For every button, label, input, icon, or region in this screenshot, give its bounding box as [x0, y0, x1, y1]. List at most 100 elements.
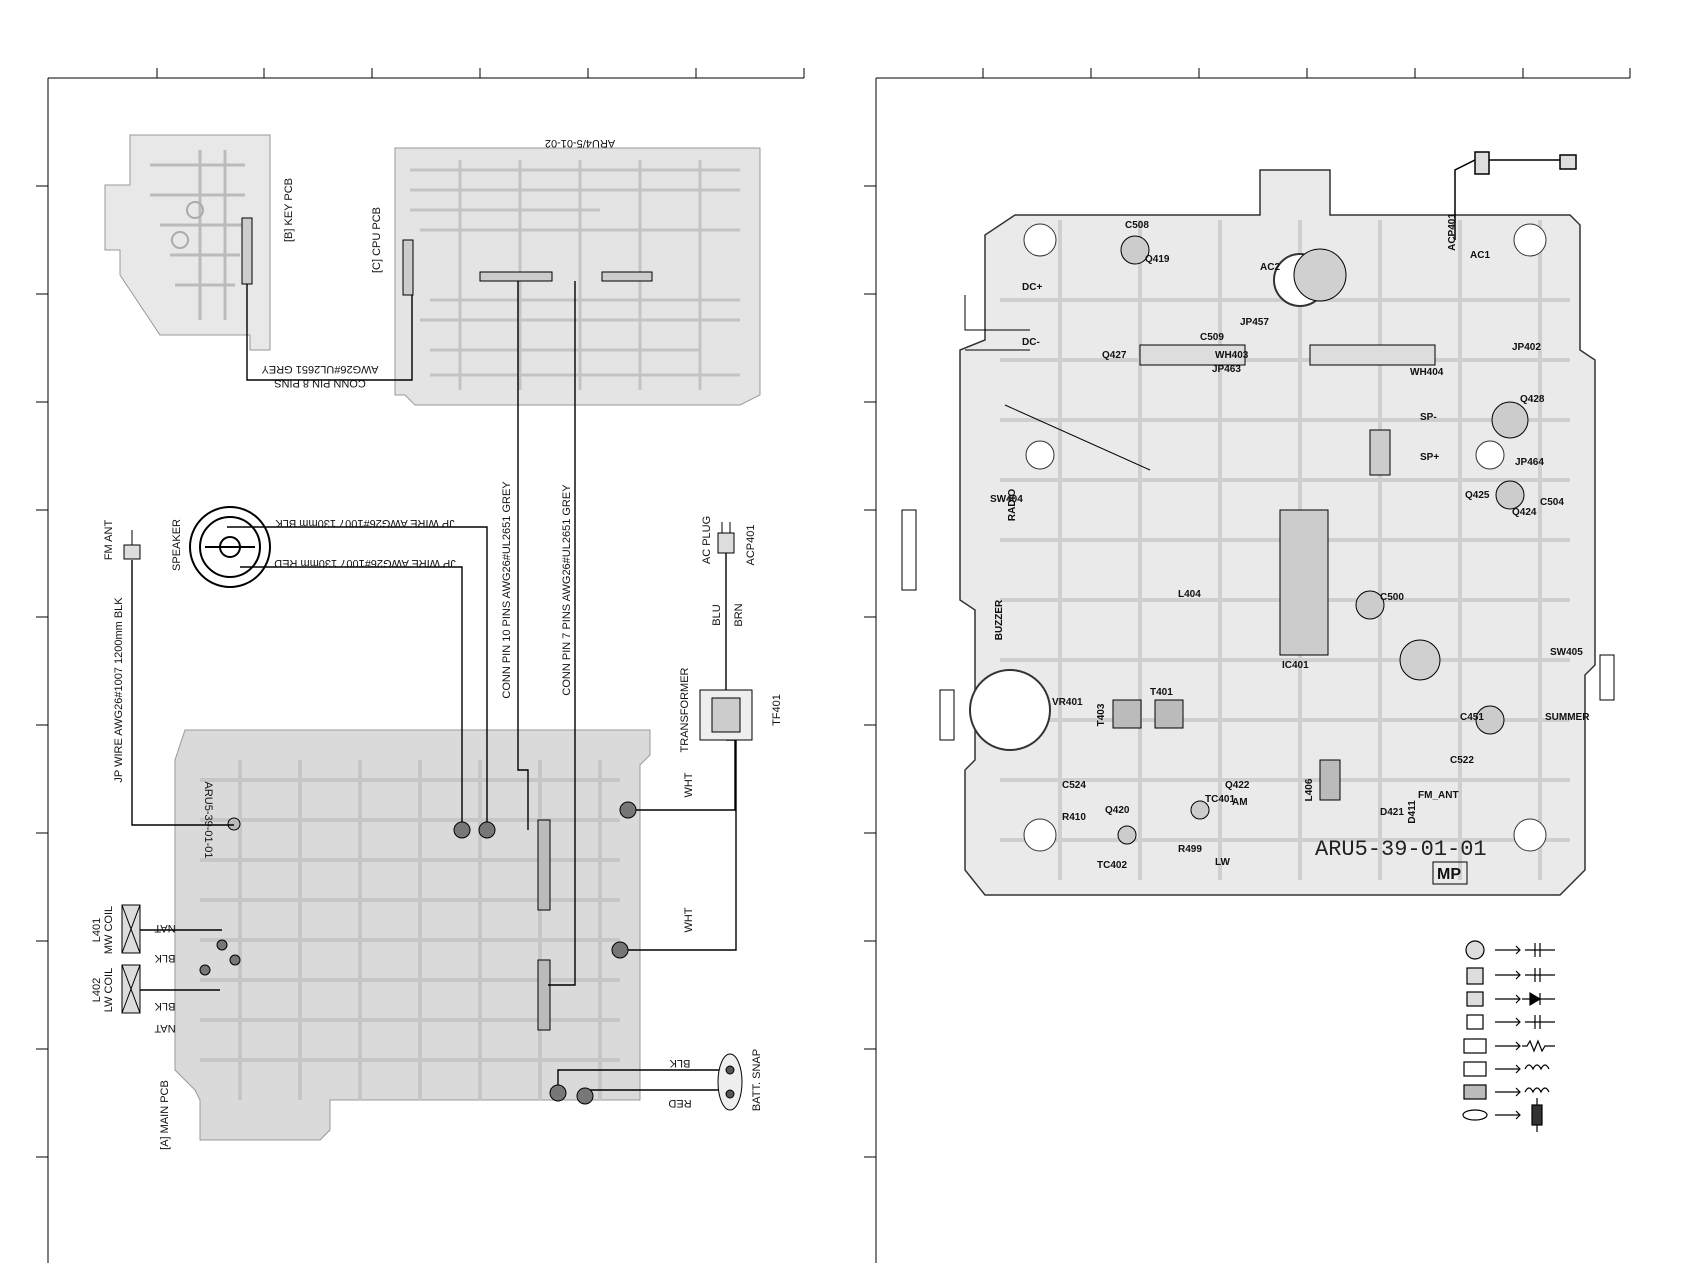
jp463-label: JP463 [1212, 364, 1241, 375]
cpu-pcb-label: [C] CPU PCB [371, 207, 383, 273]
q427-label: Q427 [1102, 350, 1127, 361]
fm-antenna-symbol [123, 530, 141, 560]
batt-snap-label: BATT. SNAP [751, 1049, 763, 1111]
mw-coil-symbol [121, 904, 141, 954]
q420-label: Q420 [1105, 805, 1130, 816]
wht-label-2: WHT [683, 907, 695, 932]
blk-label-3: BLK [669, 1057, 690, 1069]
speaker-label: SPEAKER [171, 519, 183, 571]
wiring [130, 281, 737, 1095]
jp402-label: JP402 [1512, 342, 1541, 353]
fm-wire-label: JP WIRE AWG26#1007 1200mm BLK [113, 597, 125, 783]
ic401-label: IC401 [1282, 660, 1309, 671]
lw-label: LW [1215, 857, 1231, 868]
l406-label: L406 [1304, 778, 1315, 801]
jp-blk-label: JP WIRE AWG26#1007 130mm BLK [275, 517, 455, 529]
blk-label-1: BLK [154, 952, 175, 964]
vr401-label: VR401 [1052, 697, 1083, 708]
q422-label: Q422 [1225, 780, 1250, 791]
dc-plus-label: DC+ [1022, 282, 1042, 293]
q419-label: Q419 [1145, 254, 1170, 265]
transformer-symbol [699, 689, 753, 741]
t401-label: T401 [1150, 687, 1173, 698]
ac2-label: AC2 [1260, 262, 1280, 273]
lw-coil-label: LW COIL [103, 968, 115, 1012]
jp-red-label: JP WIRE AWG26#1007 130mm RED [274, 557, 456, 569]
sw404-label: SW404 [990, 494, 1023, 505]
tc401-label: TC401 [1205, 794, 1235, 805]
l401-label: L401 [91, 918, 103, 942]
t403-label: T403 [1096, 703, 1107, 726]
mp-box [1432, 861, 1468, 885]
ac-cord [1454, 151, 1577, 240]
conn8-wire-label: AWG26#UL2651 GREY [261, 363, 379, 375]
page-frame [36, 68, 1631, 1263]
brn-label: BRN [733, 603, 745, 626]
jp457-label: JP457 [1240, 317, 1269, 328]
main-board-layout [959, 169, 1596, 896]
fm-ant-label: FM ANT [103, 520, 115, 561]
radio-label: RADIO [1007, 489, 1018, 521]
tc402-label: TC402 [1097, 860, 1127, 871]
key-pcb-label: [B] KEY PCB [283, 178, 295, 242]
q424-label: Q424 [1512, 507, 1537, 518]
d421-label: D421 [1380, 807, 1404, 818]
c504-label: C504 [1540, 497, 1564, 508]
main-pcb [174, 729, 651, 1141]
transformer-label: TRANSFORMER [679, 667, 691, 752]
cpu-board-code: ARU4/5-01-02 [545, 137, 615, 149]
c524-label: C524 [1062, 780, 1086, 791]
sp-minus-label: SP- [1420, 412, 1437, 423]
main-board-code: ARU5-39-01-01 [202, 781, 214, 858]
c522-label: C522 [1450, 755, 1474, 766]
mw-coil-label: MW COIL [103, 906, 115, 954]
c500-label: C500 [1380, 592, 1404, 603]
c509-label: C509 [1200, 332, 1224, 343]
component-legend [1462, 940, 1555, 1132]
key-pcb [104, 134, 271, 351]
dc-minus-label: DC- [1022, 337, 1040, 348]
conn7-label: CONN PIN 7 PINS AWG26#UL2651 GREY [561, 484, 573, 696]
conn8-label: CONN PIN 8 PINS [274, 377, 366, 389]
fm-ant-pad-label: FM_ANT [1418, 790, 1459, 801]
ac1-label: AC1 [1470, 250, 1490, 261]
d411-label: D411 [1407, 800, 1418, 824]
q425-label: Q425 [1465, 490, 1490, 501]
r499-label: R499 [1178, 844, 1202, 855]
blu-label: BLU [711, 604, 723, 625]
cpu-pcb [394, 147, 761, 406]
mp-label: MP [1437, 866, 1461, 883]
summer-label: SUMMER [1545, 712, 1590, 723]
side-callouts [901, 509, 1615, 741]
sp-plus-label: SP+ [1420, 452, 1439, 463]
buzzer-label: BUZZER [994, 599, 1005, 640]
ac-plug-label: AC PLUG [701, 516, 713, 564]
jp464-label: JP464 [1515, 457, 1544, 468]
nat-label-2: NAT [154, 1022, 175, 1034]
conn10-label: CONN PIN 10 PINS AWG26#UL2651 GREY [501, 481, 513, 699]
wh403-label: WH403 [1215, 350, 1249, 361]
tf401-label: TF401 [771, 694, 783, 726]
main-pcb-label: [A] MAIN PCB [159, 1080, 171, 1150]
wh404-label: WH404 [1410, 367, 1444, 378]
am-label: AM [1232, 797, 1248, 808]
c508-label: C508 [1125, 220, 1149, 231]
wht-label-1: WHT [683, 772, 695, 797]
battery-snap-symbol [717, 1053, 743, 1111]
r410-label: R410 [1062, 812, 1086, 823]
nat-label-1: NAT [154, 922, 175, 934]
wire-pads [199, 801, 637, 1105]
acp401-label: ACP401 [745, 525, 757, 566]
dc-leads [964, 295, 1151, 471]
speaker-symbol [189, 506, 271, 588]
l404-label: L404 [1178, 589, 1201, 600]
blk-label-2: BLK [154, 1000, 175, 1012]
l402-label: L402 [91, 978, 103, 1002]
red-label: RED [668, 1097, 691, 1109]
c451-label: C451 [1460, 712, 1484, 723]
acp401-pad-label: ACP401 [1447, 213, 1458, 251]
sw405-label: SW405 [1550, 647, 1583, 658]
lw-coil-symbol [121, 964, 141, 1014]
ac-plug-symbol [717, 522, 735, 554]
